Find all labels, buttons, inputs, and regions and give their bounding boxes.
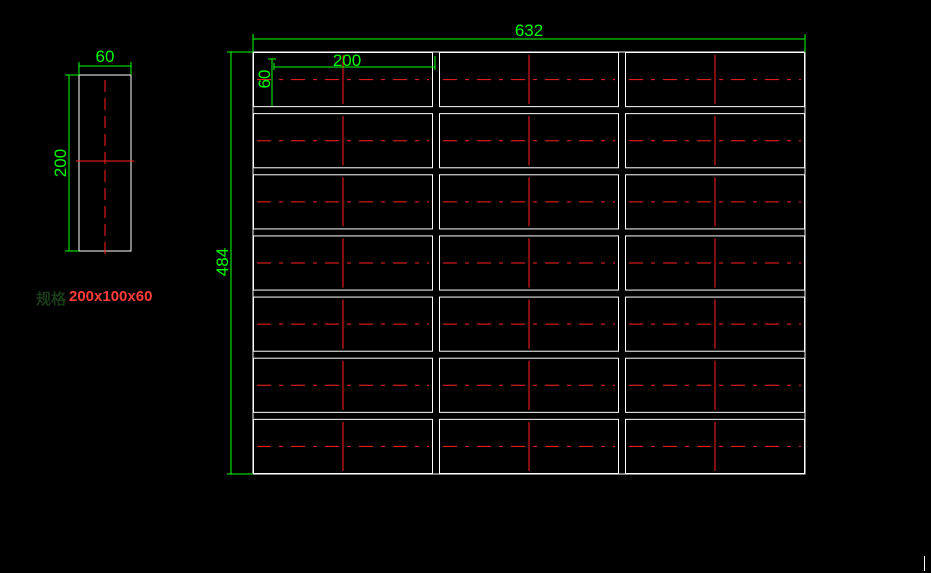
grid-cell: [625, 357, 805, 413]
spec-label: 200x100x60: [69, 288, 153, 305]
single-block-height-label: 200: [51, 149, 70, 177]
grid-cell: [439, 418, 619, 475]
grid-cell: [253, 52, 433, 108]
grid-cell: [625, 235, 805, 291]
cell-width-label: 200: [333, 51, 361, 70]
grid-total-width-label: 632: [515, 21, 543, 40]
cell-height-label: 60: [255, 70, 274, 89]
grid-cell: [253, 235, 433, 291]
grid-cell: [253, 418, 433, 475]
spec-prefix-label: 规格: [36, 291, 67, 308]
grid-cell: [439, 113, 619, 169]
single-block: 60 200: [51, 47, 134, 255]
grid-total-height-label: 484: [213, 248, 232, 276]
grid-cell: [253, 113, 433, 169]
grid-cell: [253, 357, 433, 413]
grid-cell: [625, 113, 805, 169]
grid-cell: [439, 52, 619, 108]
grid-cell: [439, 174, 619, 230]
block-grid: 632 484 200 60: [213, 21, 806, 475]
grid-cell: [439, 235, 619, 291]
grid-cell: [625, 174, 805, 230]
grid-cells: [253, 52, 805, 475]
single-block-width-label: 60: [96, 47, 115, 66]
grid-cell: [253, 296, 433, 352]
grid-cell: [253, 174, 433, 230]
grid-cell: [439, 357, 619, 413]
grid-cell: [625, 418, 805, 475]
grid-cell: [625, 296, 805, 352]
grid-cell: [439, 296, 619, 352]
text-cursor: [924, 556, 925, 571]
grid-cell: [625, 52, 805, 108]
